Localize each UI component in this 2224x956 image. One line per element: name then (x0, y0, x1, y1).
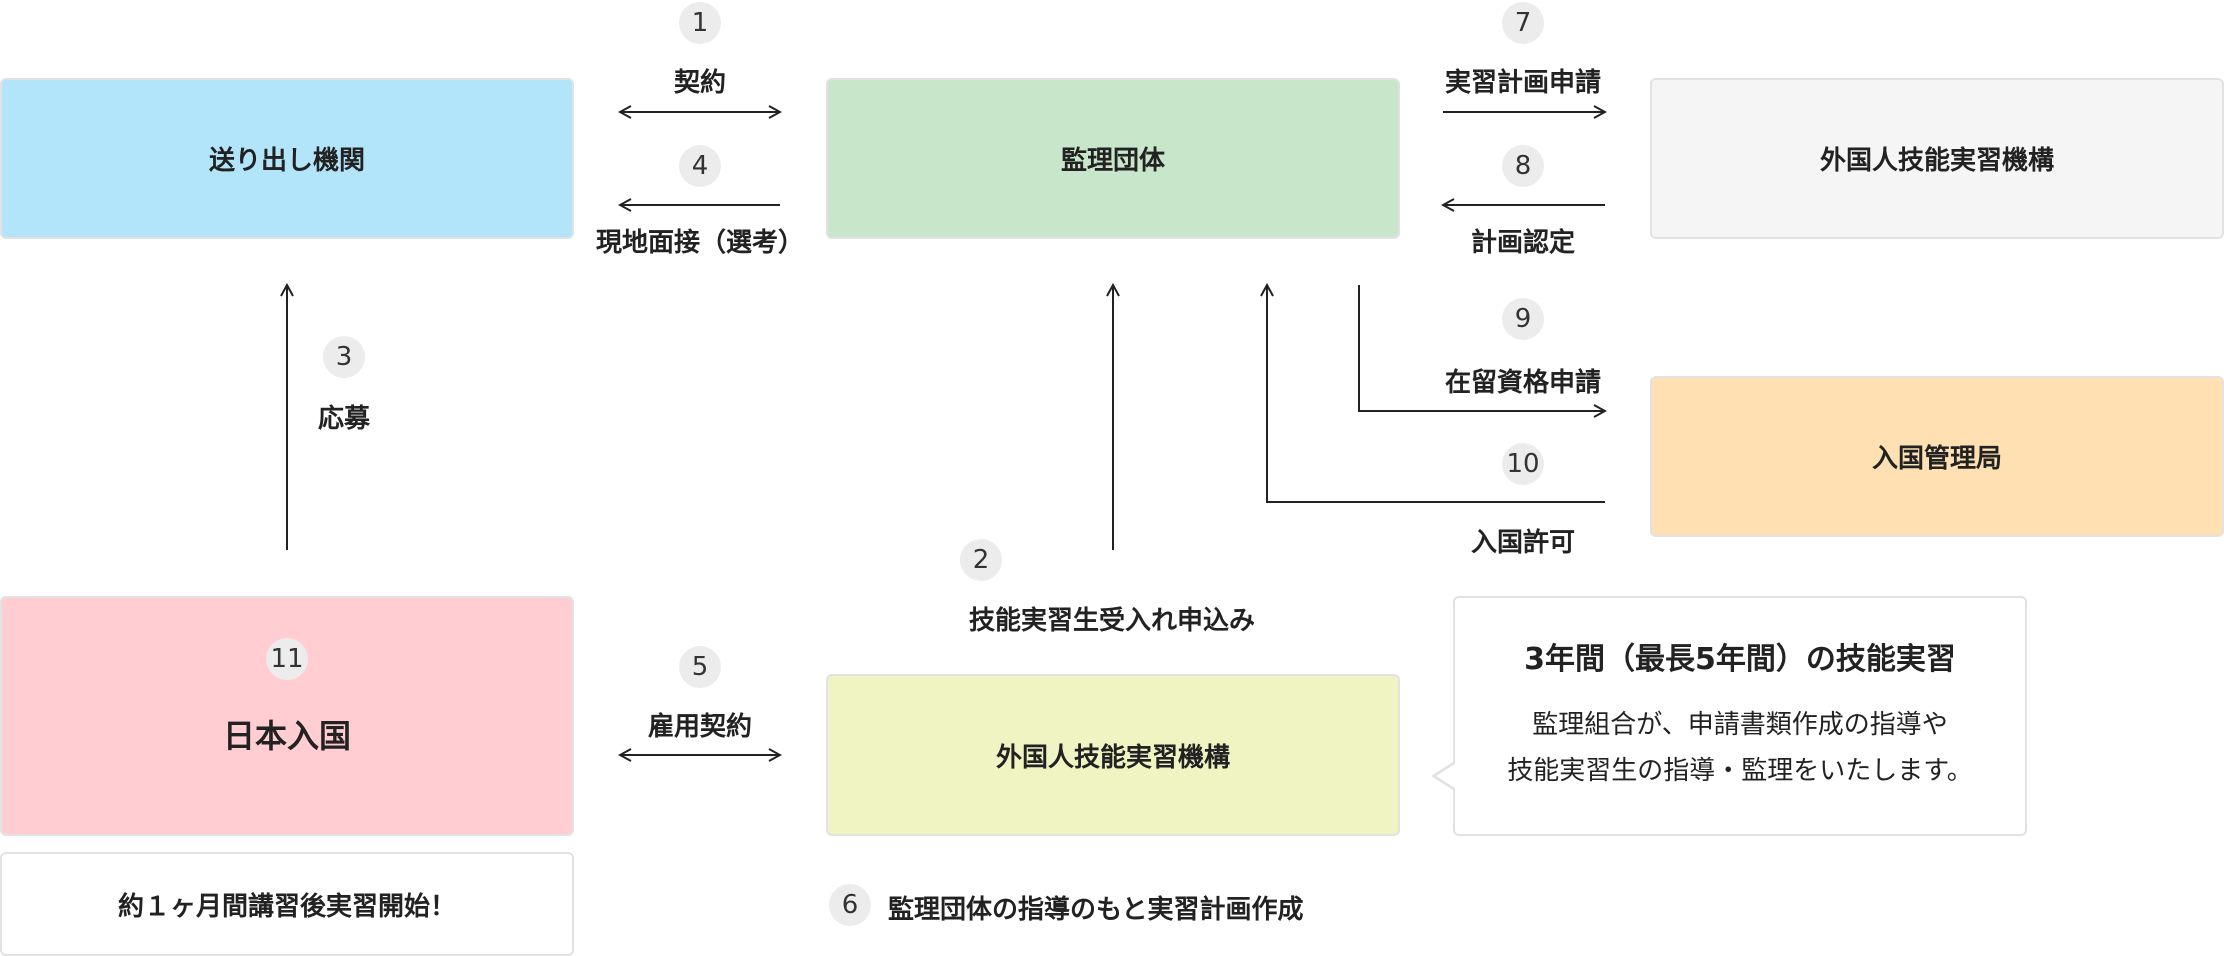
step-10-badge: 10 (1502, 443, 1544, 485)
step-2-badge: 2 (960, 539, 1002, 581)
step-2-label: 技能実習生受入れ申込み (968, 606, 1255, 636)
otit-label: 外国人技能実習機構 (1819, 146, 2054, 176)
step-1-badge: 1 (679, 2, 721, 44)
sender-organization-label: 送り出し機関 (208, 146, 365, 176)
step-4-label: 現地面接（選考） (595, 228, 804, 258)
callout-body: 監理組合が、申請書類作成の指導や 技能実習生の指導・監理をいたします。 (1455, 702, 2025, 794)
step-6-badge: 6 (829, 884, 871, 926)
arrow-entry-permission (1267, 285, 1605, 503)
step-8-badge: 8 (1502, 145, 1544, 187)
step-1-label: 契約 (673, 68, 726, 98)
step-11-badge: 11 (266, 638, 308, 680)
immigration-bureau-box: 入国管理局 (1650, 376, 2224, 537)
step-6-label: 監理団体の指導のもと実習計画作成 (888, 895, 1304, 925)
training-start-label: 約１ヶ月間講習後実習開始！ (117, 891, 456, 922)
immigration-bureau-label: 入国管理局 (1871, 444, 2002, 474)
callout-title: 3年間（最長5年間）の技能実習 (1524, 642, 1956, 677)
step-9-label: 在留資格申請 (1444, 368, 1601, 398)
step-4-badge: 4 (679, 145, 721, 187)
step-3-badge: 3 (323, 336, 365, 378)
japan-entry-box: 日本入国 (0, 596, 574, 836)
callout-line-2: 技能実習生の指導・監理をいたします。 (1507, 756, 1973, 786)
sender-organization-box: 送り出し機関 (0, 78, 574, 239)
callout-line-1: 監理組合が、申請書類作成の指導や (1532, 710, 1948, 740)
step-5-badge: 5 (679, 646, 721, 688)
step-5-label: 雇用契約 (647, 712, 752, 742)
supervising-organization-box: 監理団体 (826, 78, 1400, 239)
callout-tail-fill (1436, 764, 1455, 788)
arrow-residence-application (1358, 285, 1605, 411)
training-callout: 3年間（最長5年間）の技能実習 監理組合が、申請書類作成の指導や 技能実習生の指… (1453, 596, 2027, 836)
step-10-label: 入国許可 (1470, 528, 1575, 558)
step-9-badge: 9 (1502, 298, 1544, 340)
step-8-label: 計画認定 (1470, 228, 1575, 258)
japan-entry-label: 日本入国 (222, 717, 351, 755)
otit-box: 外国人技能実習機構 (1650, 78, 2224, 239)
supervising-organization-label: 監理団体 (1060, 146, 1165, 176)
training-start-box: 約１ヶ月間講習後実習開始！ (0, 852, 574, 956)
step-7-badge: 7 (1502, 2, 1544, 44)
company-box: 外国人技能実習機構 (826, 674, 1400, 836)
company-label: 外国人技能実習機構 (995, 742, 1230, 773)
step-7-label: 実習計画申請 (1444, 68, 1601, 98)
step-3-label: 応募 (317, 404, 370, 434)
